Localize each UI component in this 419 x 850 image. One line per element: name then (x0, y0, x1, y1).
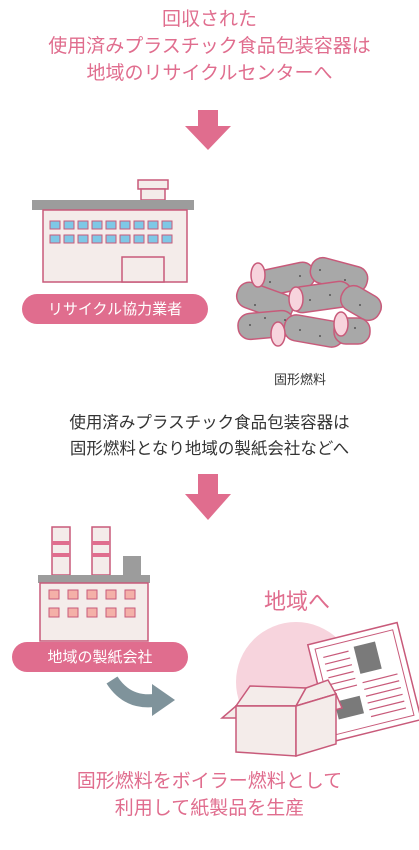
paper-company-label: 地域の製紙会社 (12, 642, 188, 672)
intro-line-1: 回収された (161, 8, 257, 30)
solid-fuel-pile-icon (235, 256, 383, 348)
intro-text: 回収された 使用済みプラスチック食品包装容器は 地域のリサイクルセンターへ (0, 6, 419, 87)
down-arrow-icon (185, 474, 231, 520)
intro-line-2: 使用済みプラスチック食品包装容器は (48, 35, 371, 57)
cardboard-box-icon (219, 679, 344, 758)
recycling-factory-icon (32, 179, 194, 283)
recycler-label: リサイクル協力業者 (22, 294, 208, 324)
conclusion-text: 固形燃料をボイラー燃料として 利用して紙製品を生産 (0, 768, 419, 822)
conclusion-line-2: 利用して紙製品を生産 (114, 797, 305, 819)
down-arrow-icon (185, 110, 231, 150)
middle-line-1: 使用済みプラスチック食品包装容器は (69, 413, 350, 432)
curved-arrow-icon (106, 676, 175, 716)
conclusion-line-1: 固形燃料をボイラー燃料として (76, 770, 343, 792)
solid-fuel-label: 固形燃料 (274, 373, 327, 388)
to-region-label: 地域へ (264, 590, 331, 615)
middle-line-2: 固形燃料となり地域の製紙会社などへ (69, 439, 350, 458)
paper-factory-icon (38, 526, 150, 642)
middle-text: 使用済みプラスチック食品包装容器は 固形燃料となり地域の製紙会社などへ (0, 410, 419, 462)
intro-line-3: 地域のリサイクルセンターへ (86, 62, 333, 84)
